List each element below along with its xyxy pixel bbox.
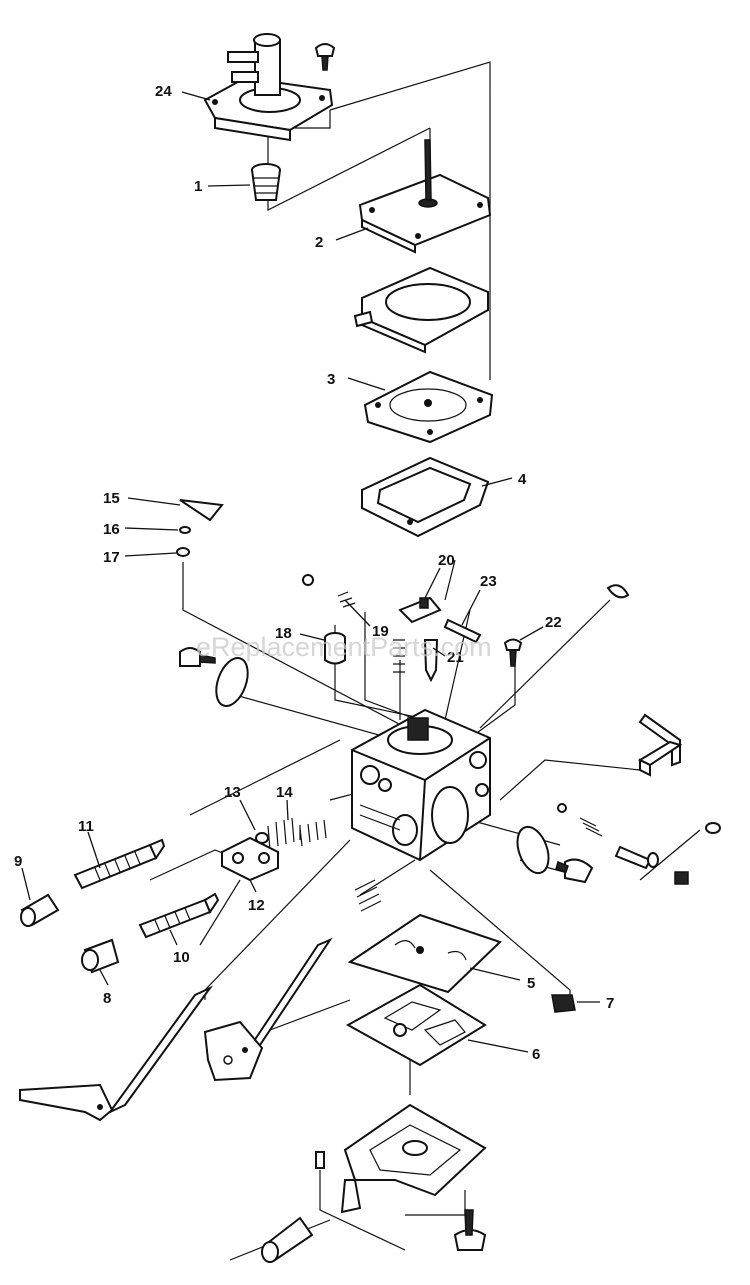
spring-under-19 <box>393 639 405 673</box>
needle-21 <box>423 639 439 683</box>
callout-23: 23 <box>480 573 497 590</box>
bottom-cover <box>315 1103 487 1214</box>
right-needle-set <box>557 803 721 885</box>
fuel-pickup-tip <box>261 1216 314 1263</box>
callout-20: 20 <box>438 552 455 569</box>
top-cover-24 <box>203 33 334 142</box>
callout-1: 1 <box>194 178 202 195</box>
gasket-4 <box>361 456 490 538</box>
nut-7 <box>551 994 576 1013</box>
pump-body <box>353 266 489 354</box>
callout-10: 10 <box>173 949 190 966</box>
watermark-text: eReplacementParts.com <box>196 632 492 662</box>
filter-screen-1 <box>251 163 281 201</box>
callout-24: 24 <box>155 83 172 100</box>
callout-2: 2 <box>315 234 323 251</box>
callout-8: 8 <box>103 990 111 1007</box>
shaft-spring <box>354 879 382 912</box>
throttle-screw-right <box>555 858 594 884</box>
throttle-disc-left <box>215 657 249 707</box>
carburetor-body <box>351 708 491 862</box>
callout-6: 6 <box>532 1046 540 1063</box>
clip-ring <box>606 584 630 599</box>
callout-19: 19 <box>372 623 389 640</box>
gasket-6 <box>345 983 487 1067</box>
limiter-cap-8 <box>81 938 120 974</box>
callout-13: 13 <box>224 784 241 801</box>
bracket-12 <box>221 836 279 882</box>
needle-11 <box>73 838 166 890</box>
pump-cover-2 <box>358 139 492 254</box>
callout-7: 7 <box>606 995 614 1012</box>
callout-11: 11 <box>78 818 94 835</box>
choke-shaft-lever <box>203 937 333 1082</box>
throttle-shaft-lever <box>19 985 214 1122</box>
callout-labels: 24 1 2 3 4 15 16 17 20 23 22 18 19 21 13… <box>14 83 614 1063</box>
spring-13-14 <box>255 817 327 851</box>
lever-15 <box>179 499 224 522</box>
throttle-disc-right <box>516 825 550 875</box>
inlet-lever-20 <box>398 596 442 624</box>
fuel-inlet-elbow <box>637 713 683 777</box>
callout-14: 14 <box>276 784 293 801</box>
callout-15: 15 <box>103 490 120 507</box>
callout-5: 5 <box>527 975 535 992</box>
throttle-screw-left <box>179 647 216 667</box>
washer-16 <box>179 526 191 534</box>
callout-18: 18 <box>275 625 292 642</box>
callout-12: 12 <box>248 897 265 914</box>
callout-4: 4 <box>518 471 527 488</box>
callout-16: 16 <box>103 521 120 538</box>
seal-17 <box>176 547 190 557</box>
cover-screw <box>314 43 336 71</box>
callout-21: 21 <box>447 649 464 666</box>
needle-10 <box>138 892 220 939</box>
callout-17: 17 <box>103 549 120 566</box>
limiter-cap-9 <box>20 893 60 927</box>
callout-9: 9 <box>14 853 22 870</box>
callout-22: 22 <box>545 614 562 631</box>
callout-leaders <box>21 91 600 1053</box>
plug-18 <box>324 632 346 665</box>
screw-22 <box>503 638 523 667</box>
callout-3: 3 <box>327 371 335 388</box>
pin-23 <box>443 618 482 644</box>
diaphragm-3 <box>363 370 494 444</box>
bottom-screw <box>453 1209 487 1251</box>
metering-diaphragm-5 <box>347 913 502 994</box>
